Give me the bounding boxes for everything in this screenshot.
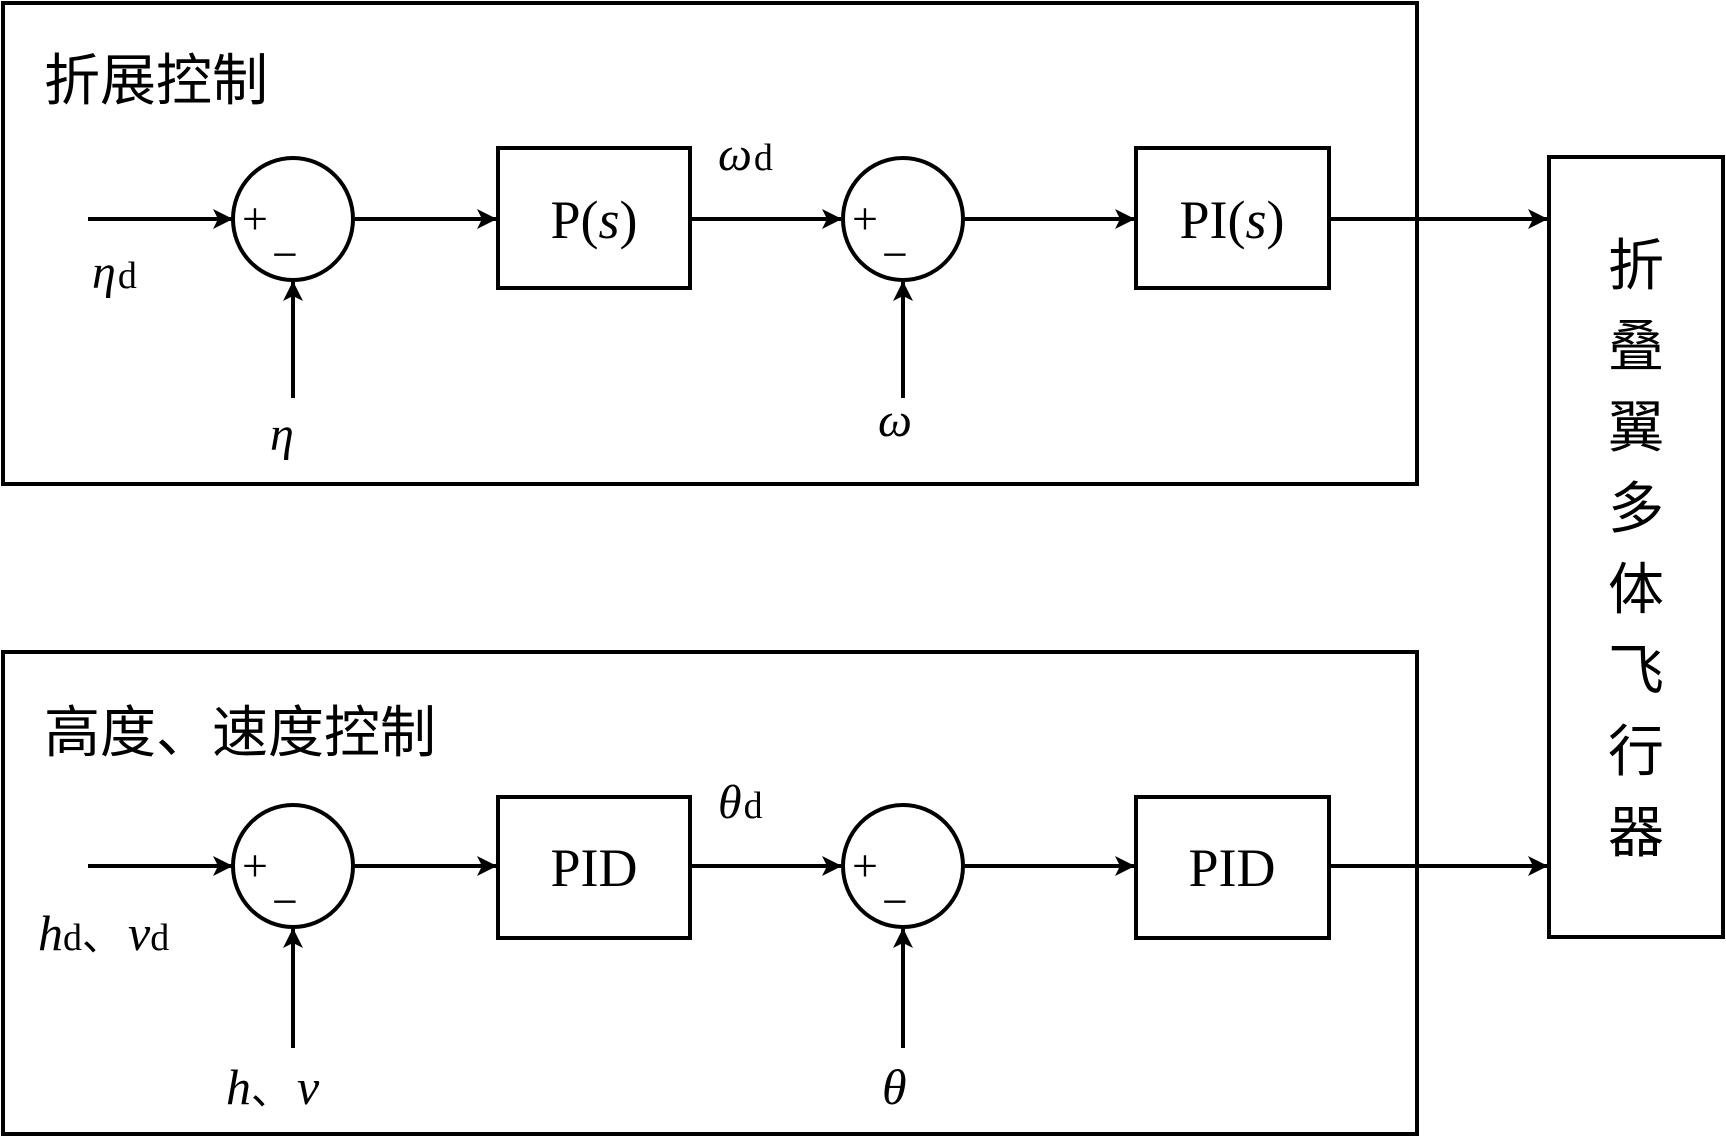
pid-controller-block-1: [496, 795, 692, 940]
plus-sign: +: [242, 840, 268, 891]
hd-vd-label: hd、vd: [38, 905, 169, 961]
p-controller-block: [496, 146, 692, 290]
plus-sign: +: [242, 193, 268, 244]
altitude-speed-control-group-frame: [1, 650, 1419, 1136]
plant-block: [1547, 155, 1725, 939]
plant-label: 折 叠 翼 多 体 飞 行 器: [1608, 234, 1664, 866]
plus-sign: +: [852, 840, 878, 891]
minus-sign: −: [272, 229, 298, 280]
summing-junction-4: [841, 803, 965, 929]
plant-label-char: 体: [1608, 558, 1664, 623]
omega-d-label: ωd: [718, 128, 773, 181]
theta-feedback-label: θ: [882, 1059, 907, 1115]
theta-d-label: θd: [718, 776, 763, 829]
summing-junction-3: [231, 803, 355, 929]
plant-label-char: 叠: [1608, 315, 1664, 380]
plant-label-char: 器: [1608, 801, 1664, 866]
eta-feedback-label: η: [270, 408, 294, 461]
eta-d-label: ηd: [92, 246, 137, 299]
unfold-control-group-frame: [1, 1, 1419, 486]
unfold-control-title: 折展控制: [44, 49, 268, 114]
plant-label-char: 折: [1608, 234, 1664, 299]
pid-controller-block-2: [1134, 795, 1331, 940]
plant-label-char: 翼: [1608, 396, 1664, 461]
minus-sign: −: [882, 229, 908, 280]
summing-junction-2: [841, 156, 965, 282]
summing-junction-1: [231, 156, 355, 282]
altitude-speed-control-title: 高度、速度控制: [44, 701, 436, 766]
pid-controller-label-1: PID: [550, 838, 637, 898]
plus-sign: +: [852, 193, 878, 244]
plant-label-char: 飞: [1608, 639, 1664, 704]
p-controller-label: P(s): [550, 190, 637, 250]
pid-controller-label-2: PID: [1188, 838, 1275, 898]
plant-label-char: 行: [1608, 720, 1664, 785]
omega-feedback-label: ω: [878, 394, 912, 447]
plant-label-char: 多: [1608, 477, 1664, 542]
pi-controller-block: [1134, 146, 1331, 290]
minus-sign: −: [272, 876, 298, 927]
minus-sign: −: [882, 876, 908, 927]
pi-controller-label: PI(s): [1180, 190, 1285, 250]
h-v-feedback-label: h、v: [226, 1059, 320, 1115]
